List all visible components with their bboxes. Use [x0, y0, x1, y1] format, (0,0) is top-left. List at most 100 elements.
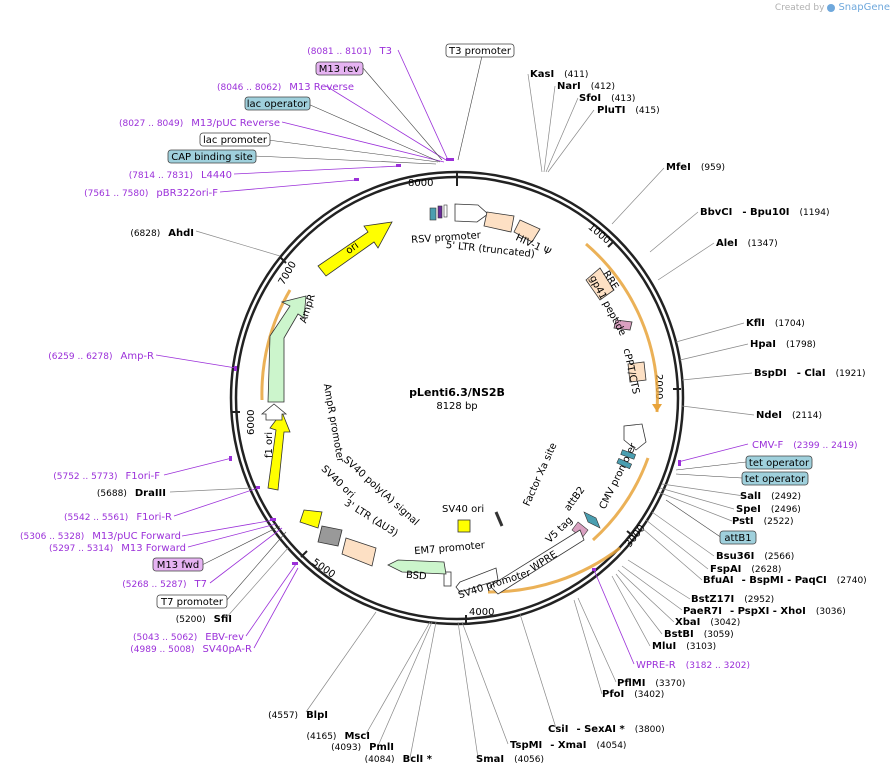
feature-label-attb2: attB2: [563, 485, 588, 513]
svg-text:(6828)AhdI: (6828)AhdI: [130, 228, 194, 239]
svg-text:(5752 .. 5773)F1ori-F: (5752 .. 5773)F1ori-F: [53, 471, 160, 482]
feature-bsd: [387, 559, 447, 575]
svg-text:SmaI(4056): SmaI(4056): [476, 754, 544, 765]
feature-m13rev-block: [437, 205, 443, 219]
tick-label-4000: 4000: [469, 607, 494, 618]
enzyme-leader-lines: [169, 73, 755, 759]
svg-text:lac operator: lac operator: [247, 99, 308, 110]
feature-em7-promoter: [443, 571, 452, 587]
svg-text:BstZ17I(2952): BstZ17I(2952): [691, 594, 774, 605]
svg-text:(4093)PmlI: (4093)PmlI: [331, 742, 394, 753]
svg-text:WPRE-R(3182 .. 3202): WPRE-R(3182 .. 3202): [636, 660, 750, 671]
svg-text:SalI(2492): SalI(2492): [740, 491, 801, 502]
tick-label-3000: 3000: [623, 523, 647, 550]
tick-label-5000: 5000: [310, 557, 337, 581]
boxed-label-attb1: attB1: [719, 530, 757, 545]
svg-text:BbvCI- Bpu10I(1194): BbvCI- Bpu10I(1194): [700, 207, 829, 218]
boxed-label-t3-promoter: T3 promoter: [445, 43, 515, 58]
primer-leader-lines: [155, 49, 749, 665]
tick-label-6000: 6000: [246, 410, 257, 435]
svg-text:(5297 .. 5314)M13 Forward: (5297 .. 5314)M13 Forward: [49, 543, 186, 554]
enzyme-list-right: KasI(411) NarI(412) SfoI(413) PluTI(415)…: [476, 69, 867, 765]
svg-text:(8027 .. 8049)M13/pUC Reverse: (8027 .. 8049)M13/pUC Reverse: [119, 118, 280, 129]
boxed-label-lac-operator: lac operator: [244, 96, 311, 111]
svg-text:attB1: attB1: [724, 533, 751, 544]
feature-tet-operator-1: [620, 449, 636, 460]
feature-label-f1-ori: f1 ori: [264, 432, 275, 458]
boxed-label-lac-promoter: lac promoter: [199, 132, 271, 147]
tick-marks: [232, 172, 681, 623]
enzyme-list-left: (6828)AhdI (5688)DraIII (5200)SfiI (4557…: [97, 228, 433, 765]
primer-site-marks: [229, 158, 681, 571]
svg-text:AleI(1347): AleI(1347): [716, 238, 778, 249]
svg-text:PluTI(415): PluTI(415): [597, 105, 660, 116]
svg-text:(4989 .. 5008)SV40pA-R: (4989 .. 5008)SV40pA-R: [130, 644, 252, 655]
svg-text:MfeI(959): MfeI(959): [666, 162, 725, 173]
svg-text:(7814 .. 7831)L4440: (7814 .. 7831)L4440: [129, 170, 232, 181]
feature-cmv-promoter: [623, 423, 647, 451]
feature-label-rsv: RSV promoter: [411, 230, 482, 246]
feature-tet-operator-2: [616, 458, 633, 470]
svg-text:XbaI(3042): XbaI(3042): [675, 617, 740, 628]
feature-ampr: [267, 295, 307, 403]
feature-label-em7: EM7 promoter: [414, 540, 486, 557]
svg-text:CAP binding site: CAP binding site: [171, 152, 253, 163]
boxed-label-tet-operator-2: tet operator: [741, 471, 809, 486]
tick-label-8000: 8000: [408, 178, 433, 189]
box-leader-lines: [201, 55, 747, 602]
feature-gp41: [613, 319, 633, 331]
svg-text:(6259 .. 6278)Amp-R: (6259 .. 6278)Amp-R: [48, 351, 154, 362]
svg-text:KflI(1704): KflI(1704): [746, 318, 805, 329]
svg-text:BspDI- ClaI(1921): BspDI- ClaI(1921): [754, 368, 866, 379]
feature-f1-ori: [267, 411, 291, 491]
svg-text:SpeI(2496): SpeI(2496): [736, 504, 801, 515]
svg-text:CMV-F(2399 .. 2419): CMV-F(2399 .. 2419): [752, 440, 858, 451]
feature-rre: [585, 267, 615, 301]
svg-text:(4557)BlpI: (4557)BlpI: [268, 710, 328, 721]
svg-text:NdeI(2114): NdeI(2114): [756, 410, 822, 421]
svg-text:Bsu36I(2566): Bsu36I(2566): [716, 551, 794, 562]
svg-text:(5043 .. 5062)EBV-rev: (5043 .. 5062)EBV-rev: [133, 632, 244, 643]
highlight-arc-ampr: [260, 289, 292, 401]
feature-inner-sv40-ori: [457, 519, 471, 533]
feature-3ltr: [341, 537, 377, 567]
svg-text:(5306 .. 5328)M13/pUC Forward: (5306 .. 5328)M13/pUC Forward: [20, 531, 181, 542]
feature-cppt: [627, 361, 647, 383]
svg-text:TspMI- XmaI(4054): TspMI- XmaI(4054): [510, 740, 626, 751]
feature-label-ampr-promoter: AmpR promoter: [321, 383, 346, 464]
feature-5ltr: [483, 211, 515, 233]
boxed-label-cap-binding-site: CAP binding site: [167, 149, 257, 164]
feature-attb2: [583, 511, 601, 529]
svg-text:lac promoter: lac promoter: [203, 135, 268, 146]
tick-label-1000: 1000: [586, 222, 613, 247]
svg-text:KasI(411): KasI(411): [530, 69, 588, 80]
svg-text:SfoI(413): SfoI(413): [579, 93, 635, 104]
feature-label-inner-sv40-ori: SV40 ori: [442, 504, 484, 515]
svg-text:T3 promoter: T3 promoter: [448, 46, 512, 57]
svg-text:(5542 .. 5561)F1ori-R: (5542 .. 5561)F1ori-R: [64, 512, 172, 523]
feature-sv40-ori: [299, 509, 323, 529]
feature-lac-operator-block: [429, 207, 437, 221]
svg-text:PflMI(3370): PflMI(3370): [617, 678, 685, 689]
feature-sv40-promoter: [455, 567, 499, 593]
svg-text:MluI(3103): MluI(3103): [652, 641, 716, 652]
boxed-label-tet-operator-1: tet operator: [745, 455, 813, 470]
feature-label-factor-xa: Factor Xa site: [522, 441, 560, 508]
highlight-arrowhead: [652, 404, 662, 412]
svg-text:(8081 .. 8101)T3: (8081 .. 8101)T3: [307, 46, 392, 57]
svg-text:(7561 .. 7580)pBR322ori-F: (7561 .. 7580)pBR322ori-F: [84, 188, 218, 199]
primer-list: (8081 .. 8101)T3 (8046 .. 8062)M13 Rever…: [20, 46, 858, 671]
svg-text:PfoI(3402): PfoI(3402): [602, 689, 664, 700]
svg-text:BstBI(3059): BstBI(3059): [664, 629, 734, 640]
svg-text:tet operator: tet operator: [745, 474, 806, 485]
svg-text:CsiI- SexAI *(3800): CsiI- SexAI *(3800): [548, 724, 665, 735]
feature-wpre: [489, 529, 585, 595]
svg-text:tet operator: tet operator: [749, 458, 810, 469]
feature-sv40-polya: [317, 525, 343, 547]
brand-name: SnapGene: [838, 2, 890, 13]
svg-text:HpaI(1798): HpaI(1798): [750, 339, 816, 350]
highlight-arc-rre: [585, 242, 659, 413]
svg-text:NarI(412): NarI(412): [557, 81, 615, 92]
boxed-label-m13-rev: M13 rev: [315, 61, 364, 76]
